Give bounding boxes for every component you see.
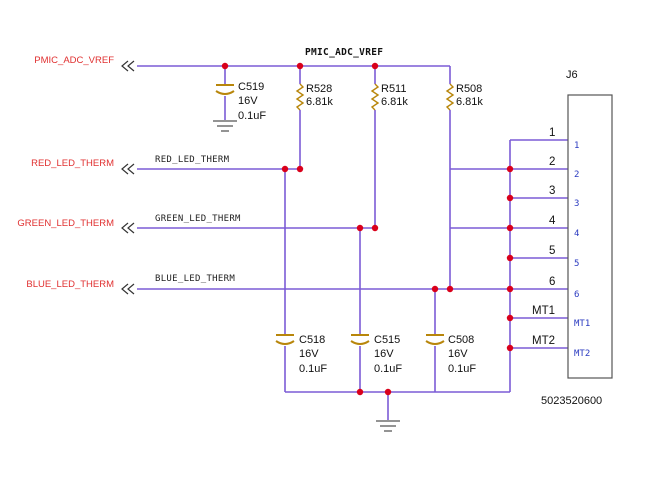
j6-pin-number: 5 — [549, 245, 555, 257]
junction-dot — [431, 285, 439, 293]
j6-pin-name: 5 — [574, 259, 579, 269]
r511-value: 6.81k — [381, 96, 408, 108]
j6-part-number: 5023520600 — [541, 395, 602, 407]
j6-pin-number: 6 — [549, 276, 555, 288]
r511-ref: R511 — [381, 83, 406, 95]
net-label-red: RED_LED_THERM — [155, 155, 230, 165]
c519-value: 0.1uF — [238, 110, 266, 122]
capacitor-c508: C508 16V 0.1uF — [425, 334, 476, 375]
c519-ref: C519 — [238, 81, 264, 93]
port-label-red: RED_LED_THERM — [31, 158, 114, 169]
j6-pin-name: MT1 — [574, 319, 590, 329]
c515-value: 0.1uF — [374, 363, 402, 375]
port-red-led-therm: RED_LED_THERM — [31, 158, 135, 175]
junction-dot — [506, 314, 514, 322]
junction-dot — [506, 254, 514, 262]
c519-voltage: 16V — [238, 95, 258, 107]
junction-dot — [506, 165, 514, 173]
c508-voltage: 16V — [448, 348, 468, 360]
r508-ref: R508 — [456, 83, 482, 95]
j6-pin-name: 6 — [574, 290, 579, 300]
junction-dot — [371, 62, 379, 70]
r508-value: 6.81k — [456, 96, 483, 108]
capacitor-c519: C519 16V 0.1uF — [215, 81, 266, 122]
j6-pin-name: 1 — [574, 141, 579, 151]
port-label-blue: BLUE_LED_THERM — [26, 279, 114, 290]
resistor-r508: R508 6.81k — [445, 83, 483, 111]
junction-dot — [356, 388, 364, 396]
c518-ref: C518 — [299, 334, 325, 346]
port-label-vref: PMIC_ADC_VREF — [34, 55, 114, 66]
j6-pin-number: MT1 — [532, 305, 555, 317]
c508-value: 0.1uF — [448, 363, 476, 375]
wires — [137, 65, 568, 420]
port-vref: PMIC_ADC_VREF — [34, 55, 135, 72]
j6-pin-number: 2 — [549, 156, 555, 168]
j6-pin-number: MT2 — [532, 335, 555, 347]
junction-dot — [221, 62, 229, 70]
port-green-led-therm: GREEN_LED_THERM — [17, 218, 135, 234]
port-label-green: GREEN_LED_THERM — [17, 218, 114, 229]
junction-dot — [281, 165, 289, 173]
ground-symbol-c519 — [213, 120, 237, 132]
junction-dot — [506, 285, 514, 293]
junction-dot — [506, 344, 514, 352]
c515-voltage: 16V — [374, 348, 394, 360]
port-blue-led-therm: BLUE_LED_THERM — [26, 279, 135, 295]
junction-dot — [296, 62, 304, 70]
ground-symbol-bottom — [376, 420, 400, 432]
c518-voltage: 16V — [299, 348, 319, 360]
r528-ref: R528 — [306, 83, 332, 95]
c515-ref: C515 — [374, 334, 400, 346]
net-label-blue: BLUE_LED_THERM — [155, 274, 235, 284]
resistor-r511: R511 6.81k — [370, 83, 408, 111]
resistor-r528: R528 6.81k — [295, 83, 333, 111]
junction-dot — [296, 165, 304, 173]
junction-dot — [506, 194, 514, 202]
j6-pin-name: 2 — [574, 170, 579, 180]
junction-dot — [384, 388, 392, 396]
junction-dot — [371, 224, 379, 232]
c508-ref: C508 — [448, 334, 474, 346]
j6-pin-name: 3 — [574, 199, 579, 209]
r528-value: 6.81k — [306, 96, 333, 108]
net-title-vref: PMIC_ADC_VREF — [305, 47, 383, 58]
j6-pin-name: MT2 — [574, 349, 590, 359]
c518-value: 0.1uF — [299, 363, 327, 375]
j6-body — [567, 94, 613, 379]
net-label-green: GREEN_LED_THERM — [155, 214, 241, 224]
j6-ref: J6 — [566, 69, 578, 81]
j6-pin-number: 4 — [549, 215, 556, 227]
j6-pin-number: 3 — [549, 185, 555, 197]
j6-pin-name: 4 — [574, 229, 579, 239]
junction-dot — [506, 224, 514, 232]
junction-dots — [221, 62, 514, 396]
j6-pin-number: 1 — [549, 127, 555, 139]
junction-dot — [446, 285, 454, 293]
junction-dot — [356, 224, 364, 232]
capacitor-c518: C518 16V 0.1uF — [275, 334, 327, 375]
capacitor-c515: C515 16V 0.1uF — [350, 334, 402, 375]
